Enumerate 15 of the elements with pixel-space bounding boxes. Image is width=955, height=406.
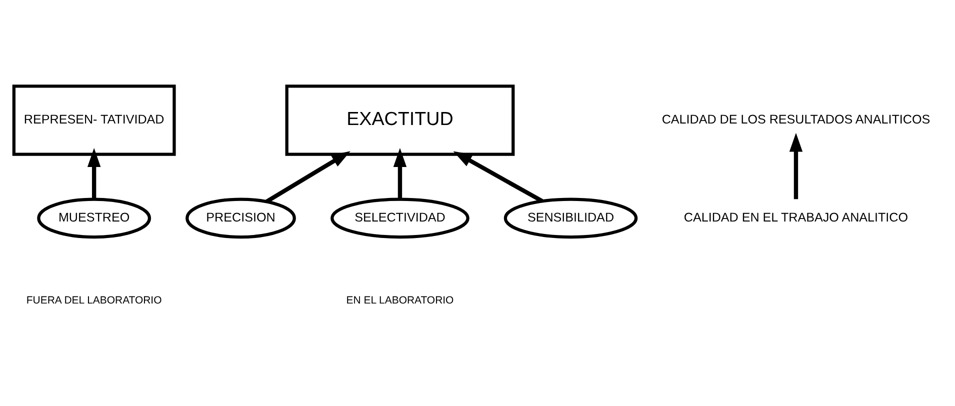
node-ellipse: MUESTREO: [37, 198, 152, 239]
arrow: [789, 132, 803, 200]
node-ellipse: PRECISION: [186, 198, 296, 239]
arrow: [393, 148, 407, 200]
label: FUERA DEL LABORATORIO: [26, 296, 162, 307]
node-box: EXACTITUD: [285, 84, 515, 156]
arrow: [266, 151, 350, 204]
arrow: [87, 148, 101, 200]
label: EN EL LABORATORIO: [346, 296, 454, 307]
arrow: [453, 151, 544, 203]
node-text: CALIDAD EN EL TRABAJO ANALITICO: [684, 210, 908, 224]
node-box: REPRESEN- TATIVIDAD: [12, 84, 176, 156]
node-text: CALIDAD DE LOS RESULTADOS ANALITICOS: [662, 112, 930, 126]
node-ellipse: SENSIBILIDAD: [504, 198, 638, 239]
node-ellipse: SELECTIVIDAD: [330, 198, 470, 239]
